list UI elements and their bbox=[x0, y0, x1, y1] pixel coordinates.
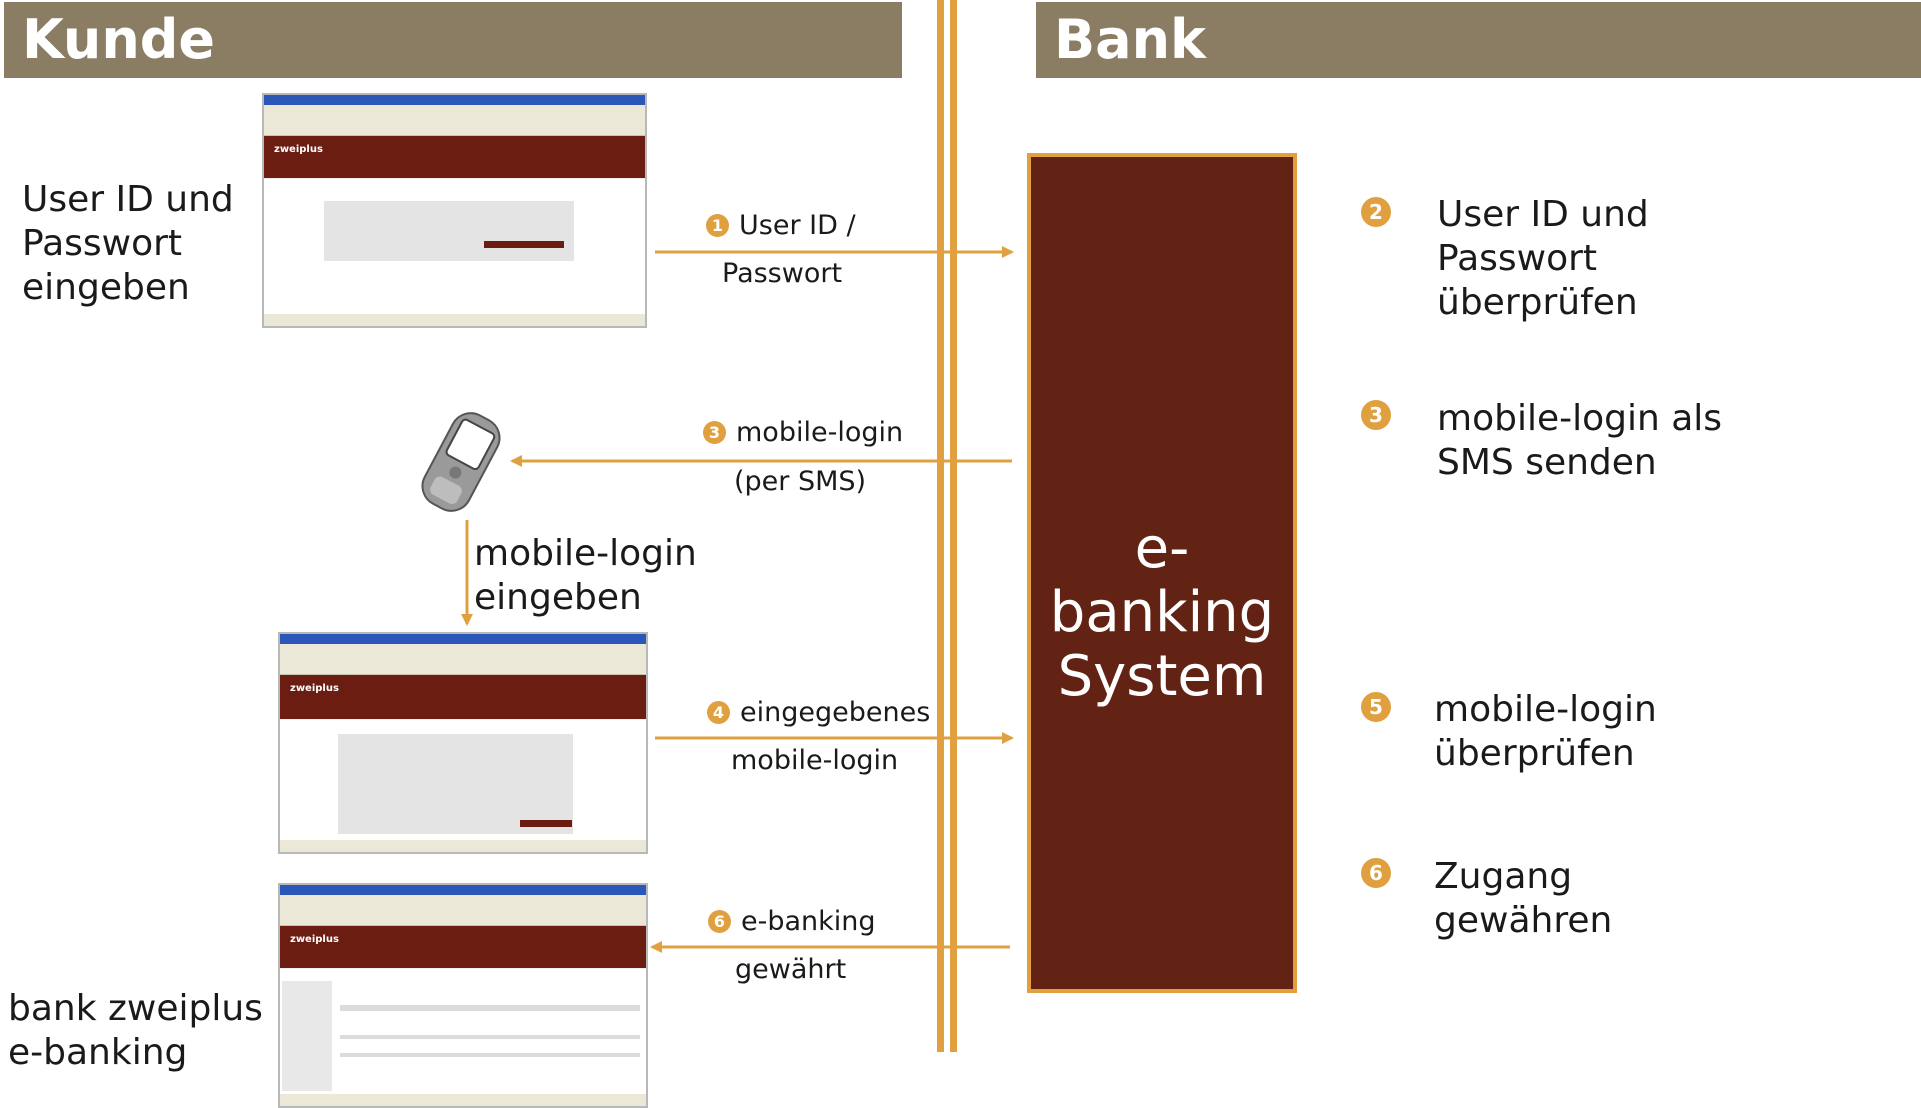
final-ebanking-text: bank zweiplus e-banking bbox=[8, 988, 263, 1073]
bank-step-2-text: User ID und Passwort überprüfen bbox=[1437, 194, 1649, 323]
bank-step-badge-2: 2 bbox=[1361, 197, 1391, 227]
flow3-label-line2: (per SMS) bbox=[734, 466, 867, 497]
flow1-label-line2: Passwort bbox=[722, 258, 843, 289]
mobile-phone-icon bbox=[421, 412, 501, 512]
step1-customer-text: User ID und Passwort eingeben bbox=[22, 179, 234, 308]
bank-header: Bank bbox=[1036, 2, 1921, 78]
mobile-login-entry-text: mobile-login eingeben bbox=[474, 533, 697, 618]
bank-step-6-text: Zugang gewähren bbox=[1434, 856, 1613, 941]
divider-left-line bbox=[937, 0, 944, 1052]
flow4-label-line2: mobile-login bbox=[731, 745, 899, 776]
browser-brand-label: zweiplus bbox=[290, 934, 339, 945]
ebanking-browser-screenshot: zweiplus bbox=[278, 883, 648, 1108]
system-label-line1: e-banking bbox=[1049, 516, 1275, 645]
bank-step-badge-5: 5 bbox=[1361, 692, 1391, 722]
mobile-login-browser-screenshot: zweiplus bbox=[278, 632, 648, 854]
flow6-label-line2: gewährt bbox=[735, 954, 847, 985]
step-badge-4: 4 bbox=[707, 701, 730, 724]
bank-step-badge-6: 6 bbox=[1361, 858, 1391, 888]
divider-right-line bbox=[950, 0, 957, 1052]
bank-step-5-text: mobile-login überprüfen bbox=[1434, 689, 1657, 774]
step-badge-3: 3 bbox=[703, 421, 726, 444]
bank-step-badge-3: 3 bbox=[1361, 400, 1391, 430]
browser-banner: zweiplus bbox=[264, 136, 645, 178]
step-badge-1: 1 bbox=[706, 214, 729, 237]
bank-step-3-text: mobile-login als SMS senden bbox=[1437, 398, 1723, 483]
browser-brand-label: zweiplus bbox=[290, 683, 339, 694]
browser-brand-label: zweiplus bbox=[274, 144, 323, 155]
system-label-line2: System bbox=[1057, 644, 1267, 709]
step-badge-6: 6 bbox=[708, 910, 731, 933]
customer-header: Kunde bbox=[4, 2, 902, 78]
ebanking-system-box: e-banking System bbox=[1027, 153, 1297, 993]
login-browser-screenshot: zweiplus bbox=[262, 93, 647, 328]
